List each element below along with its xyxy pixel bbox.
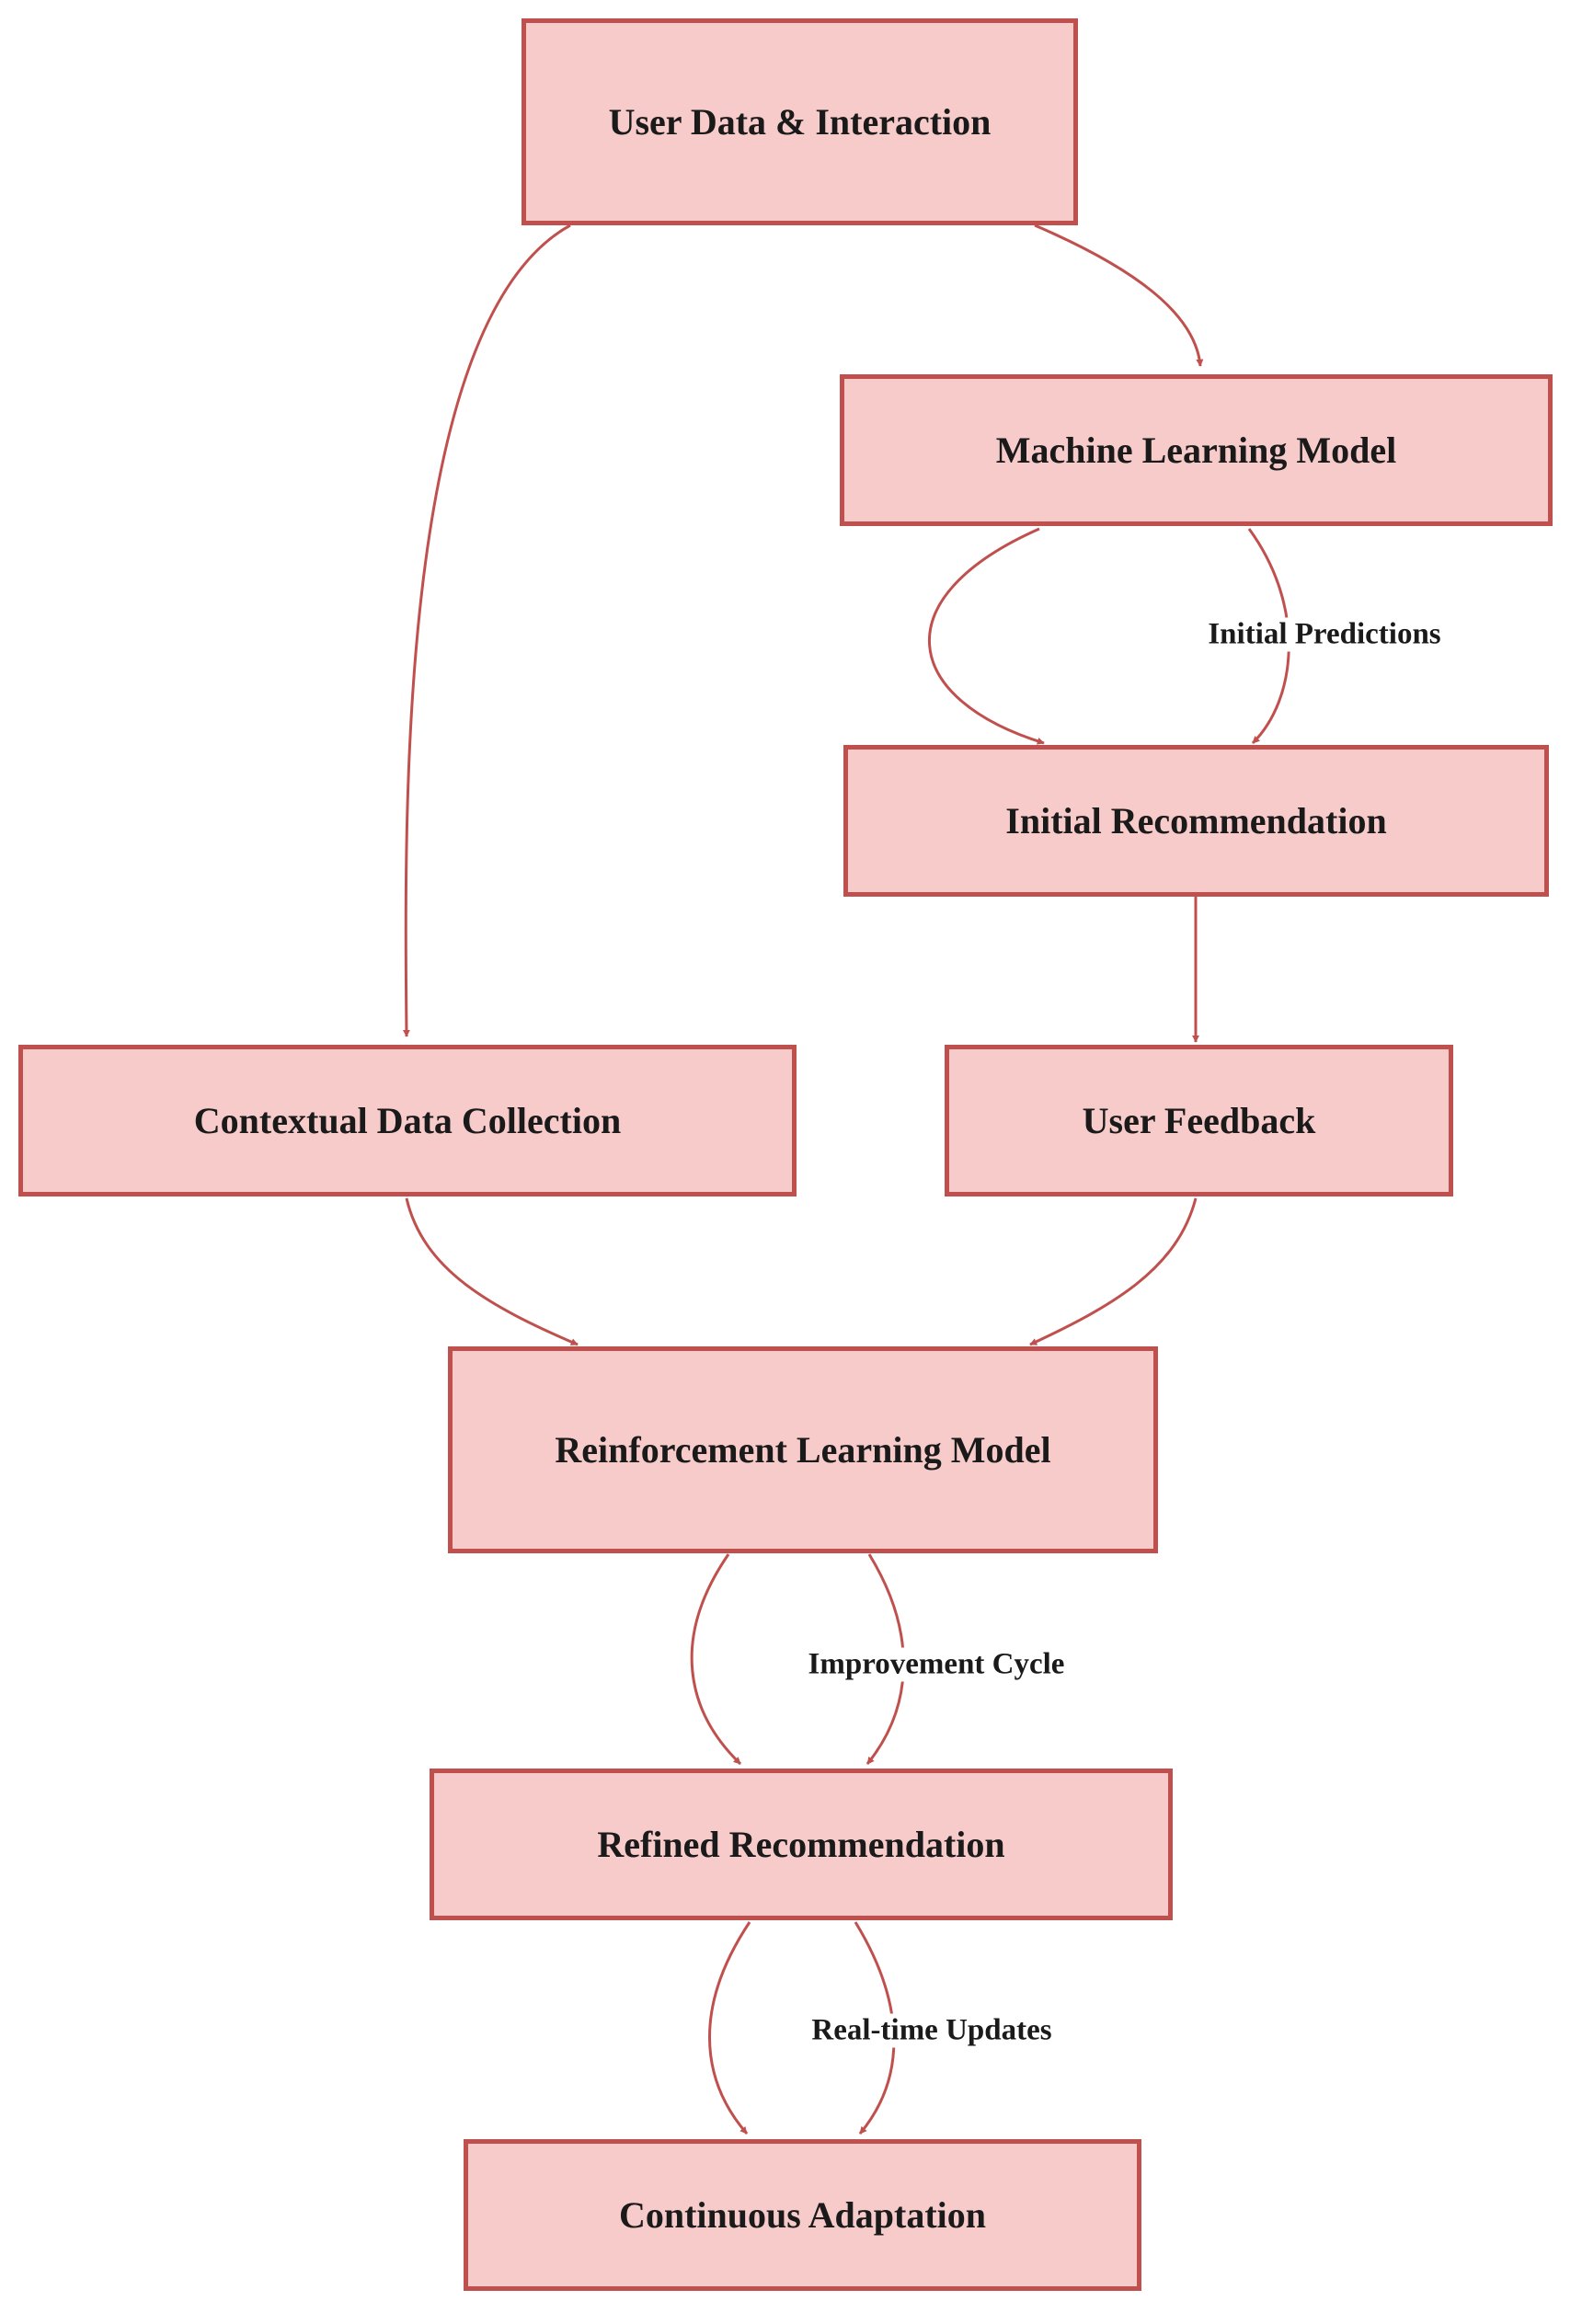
node-label: Reinforcement Learning Model — [555, 1429, 1051, 1471]
node-continuous-adaptation: Continuous Adaptation — [464, 2139, 1141, 2291]
node-label: Contextual Data Collection — [193, 1100, 622, 1141]
node-machine-learning-model: Machine Learning Model — [840, 374, 1553, 526]
node-user-data-interaction: User Data & Interaction — [522, 18, 1078, 225]
edge-label-initial-predictions: Initial Predictions — [1204, 617, 1445, 652]
node-reinforcement-learning-model: Reinforcement Learning Model — [448, 1346, 1158, 1553]
node-label: Refined Recommendation — [597, 1824, 1005, 1865]
node-label: Continuous Adaptation — [618, 2194, 987, 2236]
edge-user-feedback-to-rl-model — [1029, 1197, 1198, 1346]
node-label: User Data & Interaction — [608, 101, 992, 143]
node-label: Initial Recommendation — [1005, 800, 1387, 841]
node-refined-recommendation: Refined Recommendation — [430, 1769, 1173, 1920]
node-initial-recommendation: Initial Recommendation — [843, 745, 1549, 897]
edge-user-data-to-ml-model — [1034, 223, 1204, 367]
edge-contextual-to-rl-model — [405, 1197, 579, 1346]
edge-user-data-to-contextual — [402, 223, 571, 1037]
node-label: Machine Learning Model — [995, 429, 1397, 471]
edge-ml-model-to-initial-rec — [928, 527, 1045, 745]
edge-refined-rec-to-continuous — [708, 1921, 751, 2135]
node-user-feedback: User Feedback — [945, 1045, 1453, 1196]
edge-label-real-time-updates: Real-time Updates — [808, 2013, 1056, 2048]
node-contextual-data-collection: Contextual Data Collection — [18, 1045, 797, 1196]
node-label: User Feedback — [1082, 1100, 1316, 1141]
edge-label-improvement-cycle: Improvement Cycle — [804, 1647, 1069, 1682]
edge-rl-model-to-refined-rec — [690, 1553, 742, 1766]
